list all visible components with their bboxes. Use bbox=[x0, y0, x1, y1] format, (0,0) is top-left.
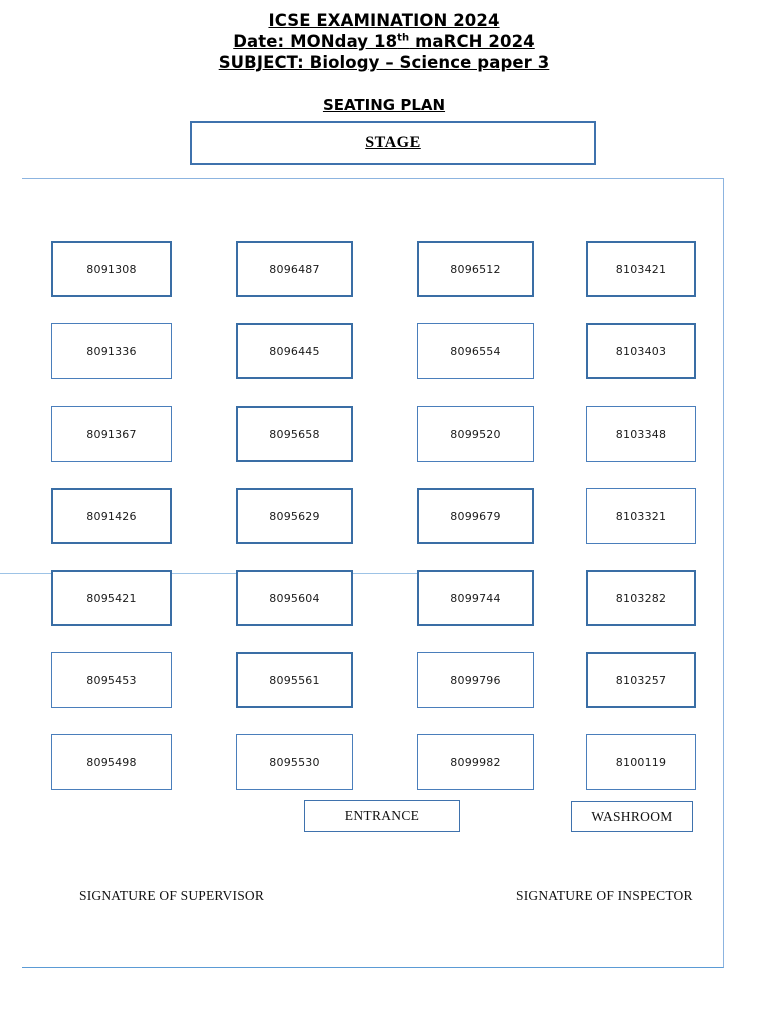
seat-box[interactable]: 8095421 bbox=[51, 570, 172, 626]
seat-number: 8103348 bbox=[615, 427, 667, 441]
seat-number: 8095604 bbox=[269, 591, 320, 605]
seat-number: 8099982 bbox=[450, 755, 501, 769]
seat-box[interactable]: 8099679 bbox=[417, 488, 534, 544]
exam-title: ICSE EXAMINATION 2024 bbox=[268, 11, 500, 30]
seat-number: 8095498 bbox=[86, 755, 137, 769]
seat-box[interactable]: 8091308 bbox=[51, 241, 172, 297]
seat-number: 8103321 bbox=[615, 509, 667, 523]
seat-number: 8091426 bbox=[86, 509, 137, 523]
seat-number: 8095453 bbox=[86, 673, 137, 687]
entrance-box: ENTRANCE bbox=[304, 800, 460, 832]
seat-box[interactable]: 8103348 bbox=[586, 406, 696, 462]
seat-box[interactable]: 8095629 bbox=[236, 488, 353, 544]
seat-number: 8099520 bbox=[450, 427, 501, 441]
seat-number: 8099679 bbox=[450, 509, 501, 523]
exam-date-ordinal-suffix: th bbox=[397, 32, 410, 44]
seat-box[interactable]: 8099796 bbox=[417, 652, 534, 708]
seat-box[interactable]: 8095498 bbox=[51, 734, 172, 790]
entrance-label: ENTRANCE bbox=[344, 808, 420, 823]
hall-divider-line bbox=[0, 573, 448, 574]
seat-number: 8091367 bbox=[86, 427, 137, 441]
seat-box[interactable]: 8096554 bbox=[417, 323, 534, 379]
seat-number: 8091336 bbox=[86, 344, 137, 358]
seat-box[interactable]: 8096445 bbox=[236, 323, 353, 379]
seat-box[interactable]: 8099520 bbox=[417, 406, 534, 462]
seat-number: 8103403 bbox=[615, 344, 667, 358]
seat-box[interactable]: 8103257 bbox=[586, 652, 696, 708]
signature-supervisor-label: SIGNATURE OF SUPERVISOR bbox=[79, 888, 265, 903]
washroom-label: WASHROOM bbox=[591, 808, 673, 824]
seat-box[interactable]: 8103421 bbox=[586, 241, 696, 297]
exam-date-prefix: Date: MONday 18 bbox=[233, 32, 398, 51]
seat-box[interactable]: 8096487 bbox=[236, 241, 353, 297]
seat-box[interactable]: 8099744 bbox=[417, 570, 534, 626]
seat-number: 8095629 bbox=[269, 509, 320, 523]
header-title-line: ICSE EXAMINATION 2024 bbox=[0, 10, 768, 31]
washroom-box: WASHROOM bbox=[571, 801, 693, 832]
header-subject-line: SUBJECT: Biology – Science paper 3 bbox=[0, 52, 768, 73]
seat-box[interactable]: 8099982 bbox=[417, 734, 534, 790]
seat-box[interactable]: 8091426 bbox=[51, 488, 172, 544]
seat-number: 8095658 bbox=[269, 427, 320, 441]
seat-box[interactable]: 8103282 bbox=[586, 570, 696, 626]
seat-box[interactable]: 8095561 bbox=[236, 652, 353, 708]
seating-plan-title: SEATING PLAN bbox=[322, 96, 446, 114]
exam-date-suffix: maRCH 2024 bbox=[409, 32, 535, 51]
exam-subject: SUBJECT: Biology – Science paper 3 bbox=[218, 53, 550, 72]
seat-box[interactable]: 8096512 bbox=[417, 241, 534, 297]
seat-box[interactable]: 8095604 bbox=[236, 570, 353, 626]
seat-number: 8096445 bbox=[269, 344, 320, 358]
seat-number: 8091308 bbox=[86, 262, 137, 276]
seat-number: 8096554 bbox=[450, 344, 501, 358]
seat-number: 8099796 bbox=[450, 673, 501, 687]
stage-label: STAGE bbox=[365, 134, 421, 151]
seat-box[interactable]: 8091336 bbox=[51, 323, 172, 379]
seat-number: 8096487 bbox=[269, 262, 320, 276]
seat-number: 8095561 bbox=[269, 673, 320, 687]
seat-box[interactable]: 8103403 bbox=[586, 323, 696, 379]
header-date-line: Date: MONday 18th maRCH 2024 bbox=[0, 31, 768, 52]
seat-box[interactable]: 8100119 bbox=[586, 734, 696, 790]
seat-number: 8103421 bbox=[615, 262, 667, 276]
seat-number: 8099744 bbox=[450, 591, 501, 605]
seat-box[interactable]: 8095530 bbox=[236, 734, 353, 790]
seat-box[interactable]: 8091367 bbox=[51, 406, 172, 462]
seat-number: 8095421 bbox=[86, 591, 137, 605]
seat-number: 8095530 bbox=[269, 755, 320, 769]
document-header: ICSE EXAMINATION 2024 Date: MONday 18th … bbox=[0, 10, 768, 73]
signature-inspector-label: SIGNATURE OF INSPECTOR bbox=[516, 888, 693, 903]
seat-box[interactable]: 8103321 bbox=[586, 488, 696, 544]
seat-box[interactable]: 8095453 bbox=[51, 652, 172, 708]
seat-number: 8103282 bbox=[615, 591, 667, 605]
seat-number: 8103257 bbox=[615, 673, 667, 687]
seat-number: 8096512 bbox=[450, 262, 501, 276]
seat-number: 8100119 bbox=[615, 755, 667, 769]
seat-box[interactable]: 8095658 bbox=[236, 406, 353, 462]
stage-box: STAGE bbox=[190, 121, 596, 165]
